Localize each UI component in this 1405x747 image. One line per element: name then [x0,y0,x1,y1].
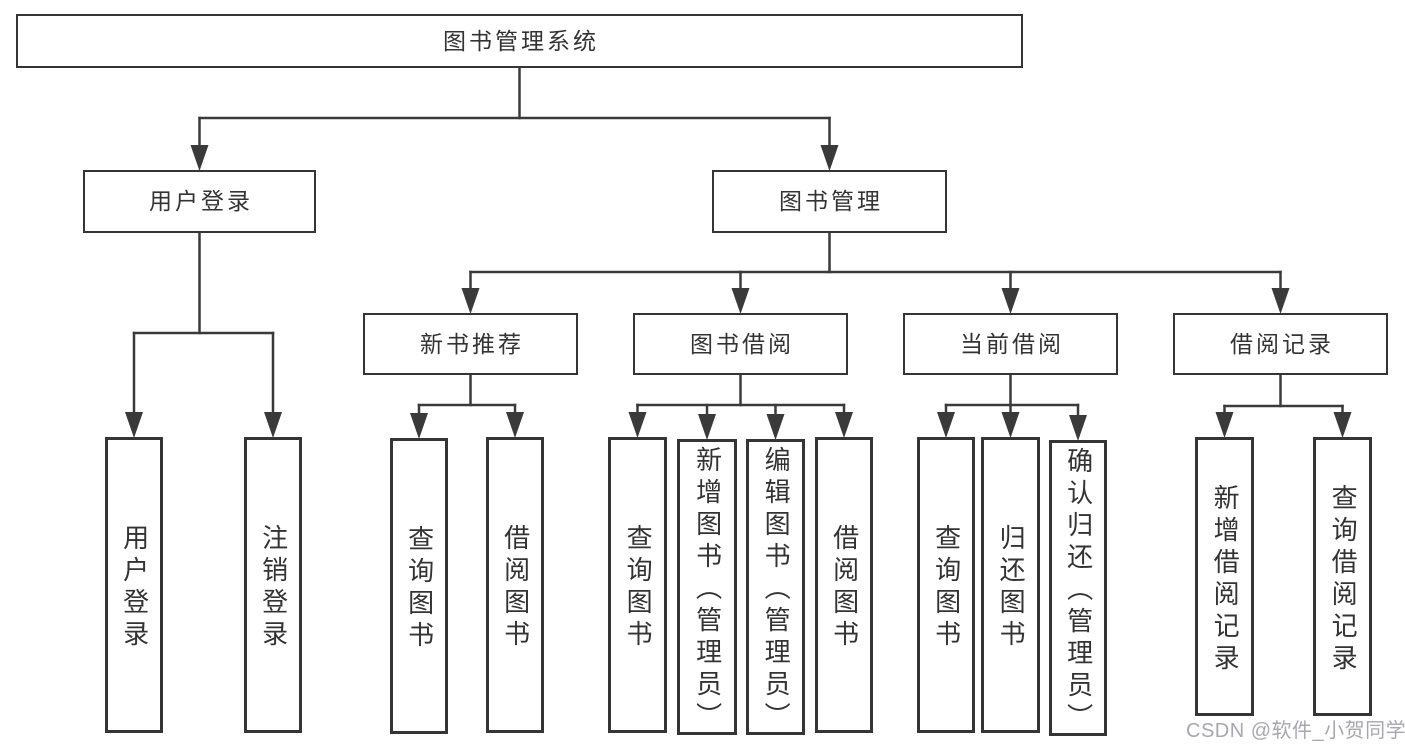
node-query-book-2: 查询图书 [608,437,667,733]
node-label: 查询图书 [623,524,654,652]
node-borrow-record: 借阅记录 [1173,313,1388,375]
node-label: 新增借阅记录 [1210,483,1241,676]
node-borrow-book-1: 借阅图书 [486,437,544,733]
node-label: 新增图书（管理员） [692,446,723,734]
node-add-book: 新增图书（管理员） [677,439,737,735]
node-return-book: 归还图书 [981,437,1040,733]
node-confirm-return: 确认归还（管理员） [1049,440,1107,736]
node-label: 编辑图书（管理员） [761,446,792,734]
node-login-op: 用户登录 [105,437,163,733]
node-borrow-book-2: 借阅图书 [815,437,873,733]
node-new-book-rec: 新书推荐 [363,313,578,375]
node-query-book-1: 查询图书 [390,438,448,734]
node-user-login: 用户登录 [83,170,316,233]
node-label: 图书借阅 [690,330,794,357]
node-edit-book: 编辑图书（管理员） [746,439,805,735]
node-label: 归还图书 [996,524,1027,652]
node-label: 查询图书 [931,524,962,652]
node-book-mgmt: 图书管理 [712,170,947,233]
node-label: 用户登录 [149,188,253,215]
node-label: 图书管理系统 [443,27,599,54]
node-label: 新书推荐 [420,330,524,357]
node-current-borrow: 当前借阅 [903,313,1118,375]
node-label: 确认归还（管理员） [1063,447,1094,735]
node-label: 借阅记录 [1230,330,1334,357]
node-label: 用户登录 [119,524,150,652]
node-logout-op: 注销登录 [244,437,302,733]
node-query-book-3: 查询图书 [917,437,975,733]
node-book-borrow: 图书借阅 [633,313,848,375]
node-label: 图书管理 [779,188,883,215]
watermark: CSDN @软件_小贺同学 [1186,720,1405,742]
node-label: 查询借阅记录 [1328,483,1359,676]
node-label: 当前借阅 [960,330,1064,357]
node-add-record: 新增借阅记录 [1195,437,1254,716]
node-label: 查询图书 [404,525,435,653]
node-label: 借阅图书 [829,524,860,652]
node-root: 图书管理系统 [16,14,1023,68]
node-label: 借阅图书 [500,524,531,652]
node-label: 注销登录 [258,524,289,652]
node-query-record: 查询借阅记录 [1313,437,1372,716]
